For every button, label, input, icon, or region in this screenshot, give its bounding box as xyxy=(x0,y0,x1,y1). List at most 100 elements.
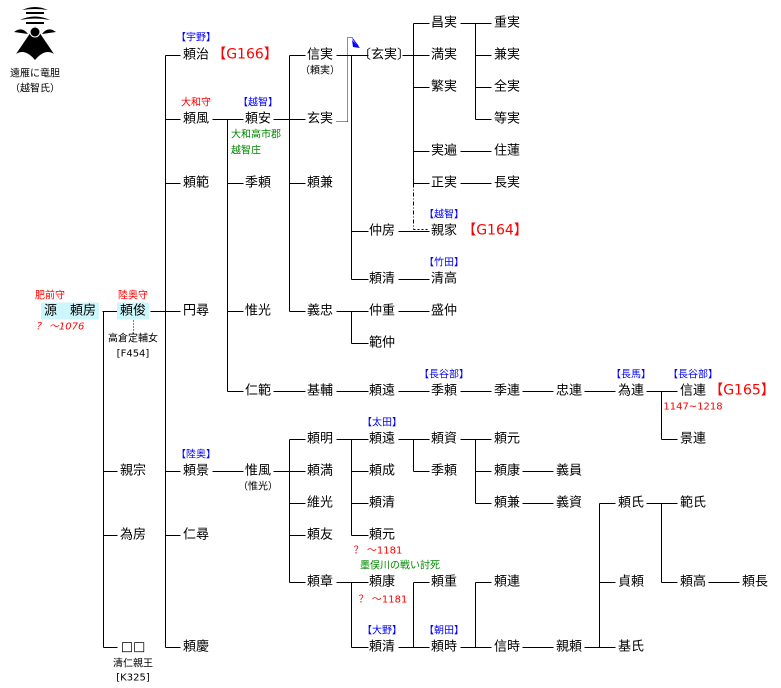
dates: ？ ～1076 xyxy=(35,321,85,333)
person-name: 信連 xyxy=(679,383,707,399)
person-name: 頼氏 xyxy=(617,495,645,511)
person-name: 頼範 xyxy=(182,175,210,191)
person-name: 親家 xyxy=(430,223,458,239)
person-name: □□ xyxy=(120,639,146,655)
person-name: 等実 xyxy=(493,111,521,127)
ref-link[interactable]: 【G166】 xyxy=(212,46,278,63)
person-name: 頼兼 xyxy=(306,175,334,191)
person-name: 頼景 xyxy=(182,463,210,479)
person-name: 基輔 xyxy=(306,383,334,399)
clan-label: 【竹田】 xyxy=(424,257,464,269)
clan-label: 【大野】 xyxy=(362,625,402,637)
person-name: 頼遠 xyxy=(368,383,396,399)
person-name: 信実 xyxy=(306,47,334,63)
clan-label: 【長谷部】 xyxy=(419,369,469,381)
person-name: [K325] xyxy=(116,672,150,684)
person-name: 昌実 xyxy=(430,15,458,31)
person-name: 頼康 xyxy=(493,463,521,479)
person-name: 頼治 xyxy=(182,47,210,63)
person-name: 貞頼 xyxy=(617,574,645,590)
clan-label: 【朝田】 xyxy=(424,625,464,637)
person-name: 季頼 xyxy=(430,383,458,399)
person-name: 頼元 xyxy=(493,431,521,447)
person-name: 維光 xyxy=(306,495,334,511)
person-name: 清仁親王 xyxy=(113,658,153,670)
person-name: 実遍 xyxy=(430,143,458,159)
person-name: 頼章 xyxy=(306,574,334,590)
person-name: 長実 xyxy=(493,175,521,191)
crest-clan: （越智氏） xyxy=(10,83,60,95)
person-name: 満実 xyxy=(430,47,458,63)
crest-caption: 遠雁に竜胆 xyxy=(10,68,60,80)
person-name: 全実 xyxy=(493,79,521,95)
ref-link[interactable]: 【G165】 xyxy=(709,382,775,399)
person-name: 為房 xyxy=(119,527,147,543)
person-name: 頼康 xyxy=(368,574,396,590)
person-name: 清高 xyxy=(430,271,458,287)
clan-label: 【長馬】 xyxy=(611,369,651,381)
person-name: 大和高市郡 xyxy=(231,129,281,141)
person-name: 親宗 xyxy=(119,463,147,479)
person-name: 住蓮 xyxy=(493,143,521,159)
person-name: 頼兼 xyxy=(493,495,521,511)
person-name: 惟光 xyxy=(244,303,272,319)
person-name: （惟光） xyxy=(238,481,278,493)
person-name: 頼高 xyxy=(679,574,707,590)
person-name: 頼慶 xyxy=(182,639,210,655)
person-name: 頼連 xyxy=(493,574,521,590)
person-name: 基氏 xyxy=(617,639,645,655)
person-name: ？ ～1181 xyxy=(358,594,408,606)
person-name: 義員 xyxy=(555,463,583,479)
person-name: 義資 xyxy=(555,495,583,511)
person-name: 仲房 xyxy=(368,223,396,239)
person-name: 墨俣川の戦い討死 xyxy=(360,560,440,572)
clan-label: 【陸奥】 xyxy=(176,449,216,461)
person-name: 季頼 xyxy=(244,175,272,191)
person-name: 大和守 xyxy=(181,97,211,109)
person-name: 頼満 xyxy=(306,463,334,479)
person-name: 頼元 xyxy=(368,527,396,543)
person-name: 季頼 xyxy=(430,463,458,479)
clan-label: 【長谷部】 xyxy=(668,369,718,381)
person-name: 仁尋 xyxy=(182,527,210,543)
person-name: 1147~1218 xyxy=(663,401,723,413)
person-root: 源 頼房 xyxy=(40,302,100,320)
person-name: 忠連 xyxy=(555,383,583,399)
person-name: 惟風 xyxy=(244,463,272,479)
person-name: 信時 xyxy=(493,639,521,655)
person-name: 頼遠 xyxy=(368,431,396,447)
person-name: 〔玄実〕 xyxy=(357,47,411,63)
person-name: 頼重 xyxy=(430,574,458,590)
person-name: 頼清 xyxy=(368,495,396,511)
person-name: 繁実 xyxy=(430,79,458,95)
clan-label: 【越智】 xyxy=(238,97,278,109)
person-name: 仲重 xyxy=(368,303,396,319)
person-name: 頼時 xyxy=(430,639,458,655)
family-crest-icon xyxy=(14,7,56,60)
person-name: 正実 xyxy=(430,175,458,191)
person-name: 季連 xyxy=(493,383,521,399)
person: 頼俊 xyxy=(116,302,150,320)
person-name: 兼実 xyxy=(493,47,521,63)
person-name: 頼清 xyxy=(368,639,396,655)
spouse-label: 高倉定輔女 xyxy=(108,333,158,345)
same-person-line xyxy=(352,38,359,47)
person-name: 頼資 xyxy=(430,431,458,447)
person-name: 仁範 xyxy=(244,383,272,399)
person-name: 頼長 xyxy=(741,574,769,590)
person-name: 玄実 xyxy=(306,111,334,127)
title-label: 陸奥守 xyxy=(118,290,148,302)
ref-link[interactable]: 【G164】 xyxy=(462,222,528,239)
person-name: 頼明 xyxy=(306,431,334,447)
title-label: 肥前守 xyxy=(35,290,65,302)
clan-label: 【太田】 xyxy=(362,417,402,429)
person-name: 頼成 xyxy=(368,463,396,479)
clan-label: 【宇野】 xyxy=(176,32,216,44)
person-name: 景連 xyxy=(679,431,707,447)
clan-label: 【越智】 xyxy=(424,209,464,221)
ref-label: [F454] xyxy=(116,348,150,360)
person-name: 範仲 xyxy=(368,335,396,351)
person-name: 為連 xyxy=(617,383,645,399)
